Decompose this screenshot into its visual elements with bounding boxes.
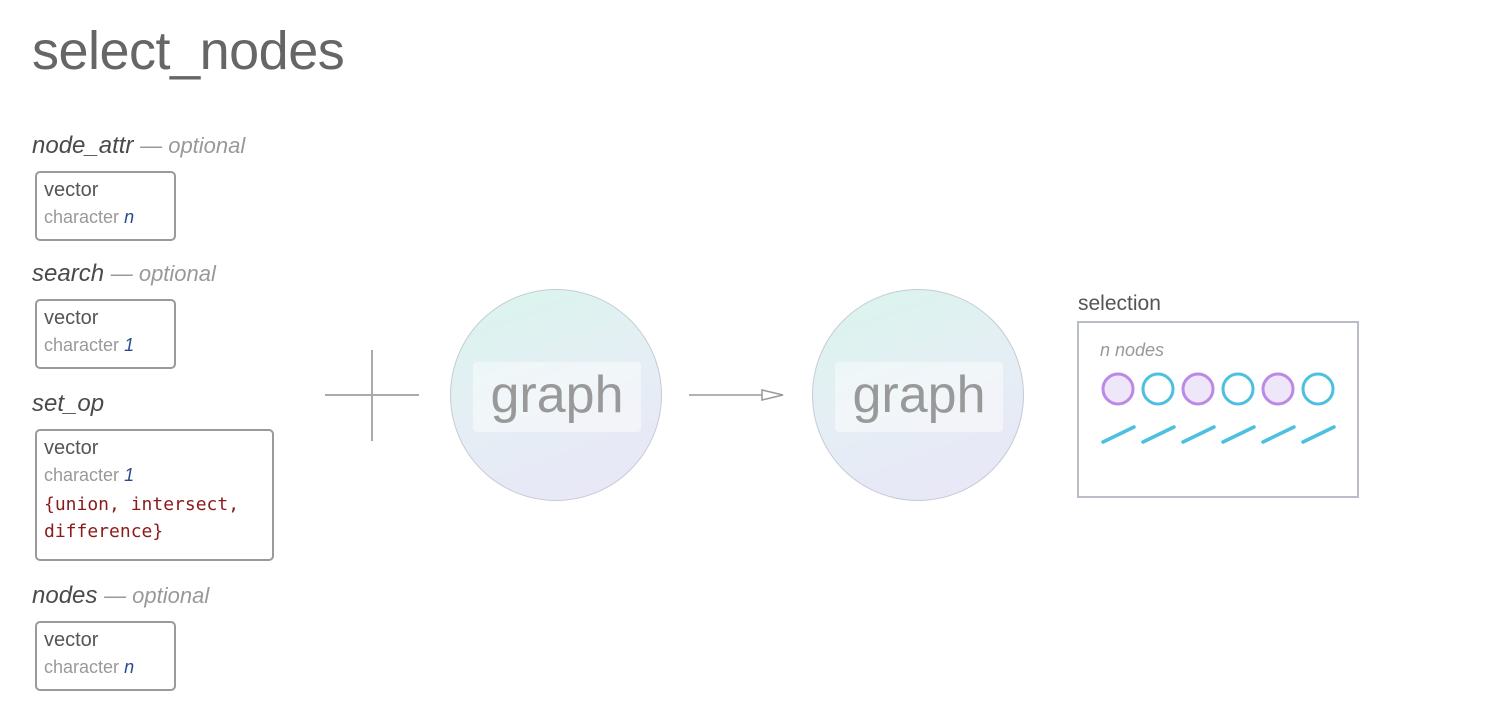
graph-label: graph <box>473 362 641 432</box>
output-graph-node: graph <box>812 289 1024 501</box>
selection-edge-mark <box>1141 425 1176 444</box>
selection-node-purple <box>1181 372 1215 406</box>
param-name: nodes <box>32 582 98 609</box>
page-title: select_nodes <box>32 21 345 81</box>
optional-tag: — optional <box>110 261 216 286</box>
selection-box: n nodes <box>1077 321 1359 498</box>
param-size: n <box>124 207 135 227</box>
param-options: {union, intersect, difference} <box>44 494 240 542</box>
param-set-op-box: vector character 1 {union, intersect, di… <box>35 429 274 561</box>
param-search-label: search — optional <box>32 262 216 286</box>
param-size: n <box>124 657 135 677</box>
selection-label: selection <box>1078 292 1161 315</box>
selection-edge-mark <box>1101 425 1136 444</box>
selection-node-cyan <box>1301 372 1335 406</box>
optional-tag: — optional <box>104 583 210 608</box>
selection-node-purple <box>1261 372 1295 406</box>
param-size: 1 <box>124 335 135 355</box>
selection-node-cyan <box>1221 372 1255 406</box>
param-kind: vector <box>44 437 99 459</box>
param-size: 1 <box>124 465 135 485</box>
selection-node-cyan <box>1141 372 1175 406</box>
graph-label: graph <box>835 362 1003 432</box>
param-kind: vector <box>44 629 99 651</box>
selection-count: n nodes <box>1100 340 1165 360</box>
arrow-right-icon <box>689 389 784 401</box>
param-type: character 1 <box>44 335 135 355</box>
param-kind: vector <box>44 307 99 329</box>
param-type: character n <box>44 657 135 677</box>
param-name: set_op <box>32 390 105 417</box>
selection-node-purple <box>1101 372 1135 406</box>
param-type: character n <box>44 207 135 227</box>
selection-edge-mark <box>1301 425 1336 444</box>
param-type: character 1 <box>44 465 135 485</box>
input-graph-node: graph <box>450 289 662 501</box>
param-kind: vector <box>44 179 99 201</box>
selection-edge-mark <box>1181 425 1216 444</box>
plus-icon <box>325 350 419 441</box>
selection-edge-mark <box>1261 425 1296 444</box>
selection-nodes-graphic <box>1101 372 1336 444</box>
param-name: node_attr <box>32 132 134 159</box>
param-name: search <box>32 260 105 287</box>
param-node-attr-label: node_attr — optional <box>32 134 245 158</box>
param-search-box: vector character 1 <box>35 299 176 369</box>
param-node-attr-box: vector character n <box>35 171 176 241</box>
selection-edge-mark <box>1221 425 1256 444</box>
param-nodes-label: nodes — optional <box>32 584 209 608</box>
param-nodes-box: vector character n <box>35 621 176 691</box>
optional-tag: — optional <box>140 133 246 158</box>
param-set-op-label: set_op <box>32 392 104 416</box>
